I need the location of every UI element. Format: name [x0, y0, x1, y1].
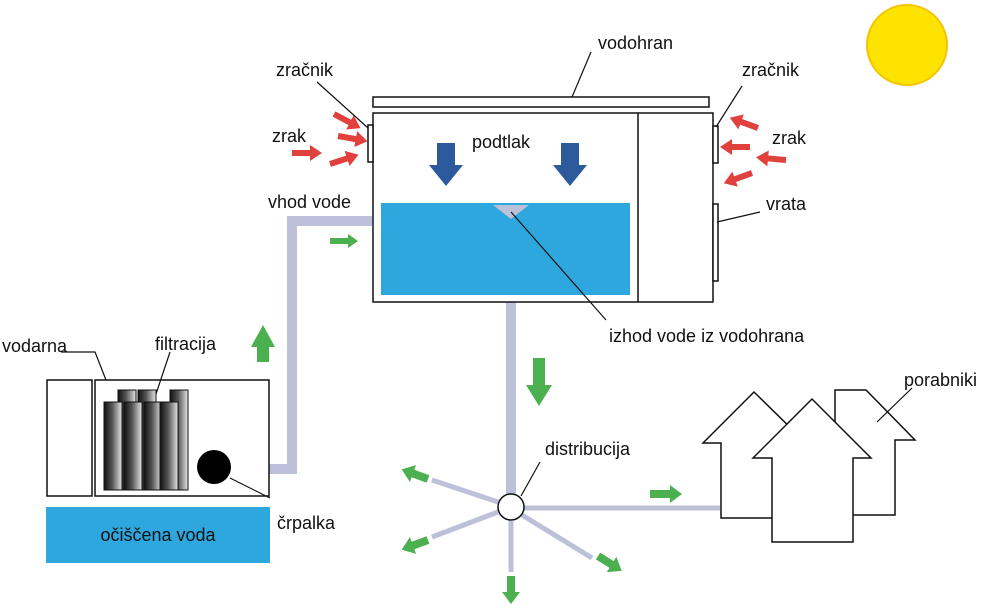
- label-zrak-left: zrak: [272, 126, 307, 146]
- reservoir-water: [381, 203, 630, 295]
- label-vodarna: vodarna: [2, 336, 68, 356]
- dist-pipe-lower-left: [431, 509, 499, 540]
- label-izhod-vode: izhod vode iz vodohrana: [609, 326, 805, 346]
- reservoir-roof: [372, 96, 710, 108]
- flow-arrow-consumers: [650, 485, 682, 503]
- air-arrow: [337, 131, 368, 148]
- flow-arrow-down-outlet: [526, 358, 552, 406]
- distribution-pipes: [431, 477, 720, 572]
- flow-arrow-lower-right: [595, 552, 622, 573]
- distribution-node: [497, 493, 525, 521]
- filter-cartridges-icon: [103, 389, 189, 491]
- air-arrows-left: [292, 111, 368, 167]
- flow-arrow-lower-left: [401, 536, 430, 554]
- label-vodohran: vodohran: [598, 33, 673, 53]
- dist-pipe-lower-right: [520, 512, 594, 561]
- label-vhod-vode: vhod vode: [268, 192, 351, 212]
- text-labels: vodohran zračnik zračnik zrak zrak podtl…: [2, 33, 977, 545]
- sun-icon: [866, 4, 948, 86]
- air-arrow: [723, 170, 754, 187]
- pressure-arrow-left: [429, 143, 463, 186]
- house-icon: [751, 397, 873, 543]
- air-arrow: [756, 150, 787, 167]
- reservoir: [367, 96, 719, 303]
- air-arrow: [720, 139, 750, 155]
- flow-arrow-up: [251, 325, 275, 362]
- flow-arrows: [251, 234, 682, 604]
- flow-arrow-down: [502, 576, 520, 604]
- label-crpalka: črpalka: [277, 513, 336, 533]
- label-distribucija: distribucija: [545, 439, 631, 459]
- label-zracnik-left: zračnik: [276, 60, 334, 80]
- label-porabniki: porabniki: [904, 370, 977, 390]
- consumer-houses: [701, 389, 917, 543]
- flow-arrow-inlet: [330, 234, 358, 248]
- pressure-arrows: [429, 143, 587, 186]
- waterworks: [46, 379, 270, 497]
- label-filtracija: filtracija: [155, 334, 217, 354]
- flow-arrow-upper-left: [401, 465, 430, 483]
- air-arrow: [729, 114, 760, 131]
- vent-right: [712, 125, 719, 164]
- label-zracnik-right: zračnik: [742, 60, 800, 80]
- pump-icon: [197, 450, 231, 484]
- vent-left: [367, 124, 374, 163]
- dist-pipe-upper-left: [431, 477, 499, 505]
- label-vrata: vrata: [766, 194, 807, 214]
- air-arrow: [329, 150, 359, 167]
- door: [712, 203, 719, 282]
- waterworks-side-box: [46, 379, 93, 497]
- air-arrow: [332, 111, 361, 130]
- label-podtlak: podtlak: [472, 132, 531, 152]
- pressure-arrow-right: [553, 143, 587, 186]
- air-arrows-right: [720, 114, 787, 187]
- leader-lines: [61, 51, 913, 499]
- label-ocisena-voda: očiščena voda: [100, 525, 216, 545]
- label-zrak-right: zrak: [772, 128, 807, 148]
- clean-water-pool: [46, 507, 270, 563]
- air-arrow: [292, 145, 322, 161]
